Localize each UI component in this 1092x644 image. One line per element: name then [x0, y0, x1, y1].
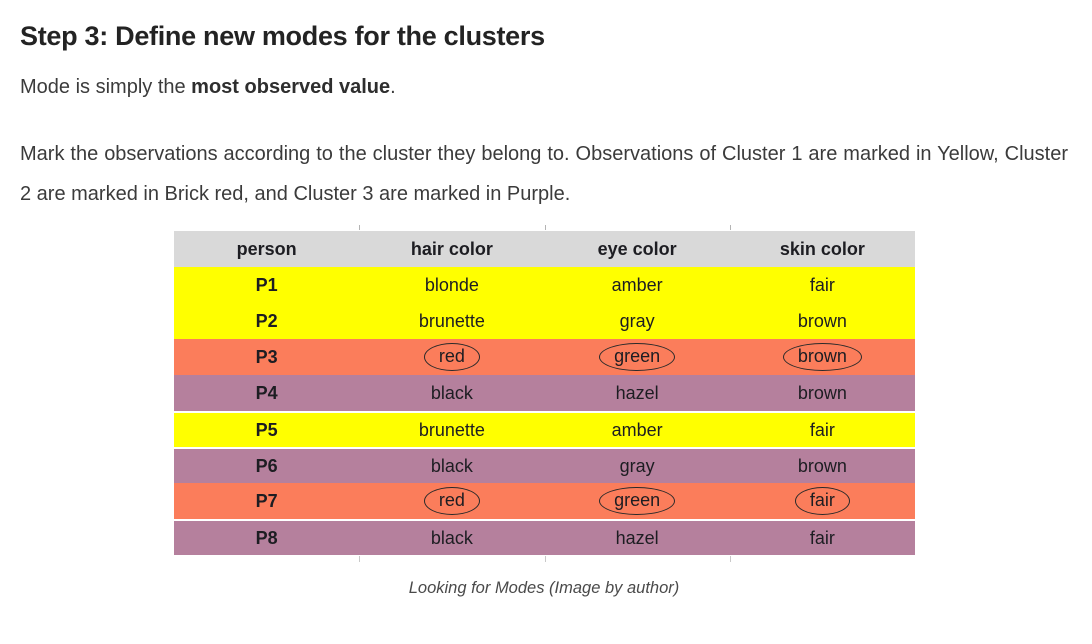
value-cell: green: [545, 339, 730, 375]
article-page: Step 3: Define new modes for the cluster…: [0, 20, 1092, 598]
value-cell: gray: [619, 455, 655, 476]
table-row: P2 brunette gray brown: [174, 303, 915, 339]
person-id-cell: P4: [255, 382, 278, 403]
value-cell: fair: [809, 527, 835, 548]
person-id-cell: P6: [255, 455, 278, 476]
table-row: P3 red green brown: [174, 339, 915, 375]
value-cell: hazel: [615, 527, 659, 548]
person-id-cell: P7: [255, 490, 278, 511]
intro-bold-text: most observed value: [191, 76, 391, 98]
column-header: person: [236, 238, 297, 259]
mode-circle-annotation: red: [423, 487, 480, 515]
value-cell: amber: [611, 274, 663, 295]
intro-text-suffix: .: [390, 76, 396, 98]
value-cell: red: [359, 339, 544, 375]
gridline-tick: [359, 225, 361, 230]
value-cell: brown: [797, 382, 847, 403]
value-cell: black: [430, 527, 473, 548]
gridline-tick: [729, 225, 731, 230]
table-header-row: person hair color eye color skin color: [174, 231, 915, 267]
table-row: P5 brunette amber fair: [174, 411, 915, 447]
table-row: P7 red green fair: [174, 483, 915, 519]
modes-table: person hair color eye color skin color P1 bl…: [174, 225, 915, 562]
intro-paragraph: Mode is simply the most observed value.: [20, 74, 1068, 100]
table-row: P8 black hazel fair: [174, 519, 915, 555]
value-cell: hazel: [615, 382, 659, 403]
gridline-tick: [544, 225, 546, 230]
gridline-tick: [729, 556, 731, 562]
gridline-tick: [359, 556, 361, 562]
person-id-cell: P1: [255, 274, 278, 295]
person-id-cell: P8: [255, 527, 278, 548]
person-id-cell: P5: [255, 419, 278, 440]
modes-figure: person hair color eye color skin color P1 bl…: [20, 225, 1068, 598]
value-cell: fair: [809, 274, 835, 295]
mode-circle-annotation: red: [423, 343, 480, 371]
table-row: P1 blonde amber fair: [174, 267, 915, 303]
intro-text-prefix: Mode is simply the: [20, 76, 192, 98]
value-cell: green: [545, 483, 730, 519]
value-cell: black: [430, 382, 473, 403]
column-header: skin color: [779, 238, 865, 259]
value-cell: brunette: [418, 310, 485, 331]
section-heading: Step 3: Define new modes for the cluster…: [20, 21, 545, 51]
table-row: P6 black gray brown: [174, 447, 915, 483]
value-cell: fair: [730, 483, 915, 519]
value-cell: brown: [797, 455, 847, 476]
mode-circle-annotation: green: [599, 487, 676, 515]
figure-caption: Looking for Modes (Image by author): [408, 579, 680, 597]
gridline-tick: [544, 556, 546, 562]
value-cell: gray: [619, 310, 655, 331]
value-cell: brown: [730, 339, 915, 375]
value-cell: red: [359, 483, 544, 519]
column-header: hair color: [410, 238, 493, 259]
mode-circle-annotation: brown: [782, 343, 862, 371]
column-header: eye color: [597, 238, 677, 259]
mode-circle-annotation: fair: [794, 487, 850, 515]
mode-circle-annotation: green: [599, 343, 676, 371]
person-id-cell: P3: [255, 346, 278, 367]
value-cell: black: [430, 455, 473, 476]
value-cell: brunette: [418, 419, 485, 440]
body-paragraph: Mark the observations according to the c…: [20, 143, 1068, 205]
value-cell: amber: [611, 419, 663, 440]
person-id-cell: P2: [255, 310, 278, 331]
table-row: P4 black hazel brown: [174, 375, 915, 411]
value-cell: fair: [809, 419, 835, 440]
value-cell: brown: [797, 310, 847, 331]
value-cell: blonde: [424, 274, 479, 295]
